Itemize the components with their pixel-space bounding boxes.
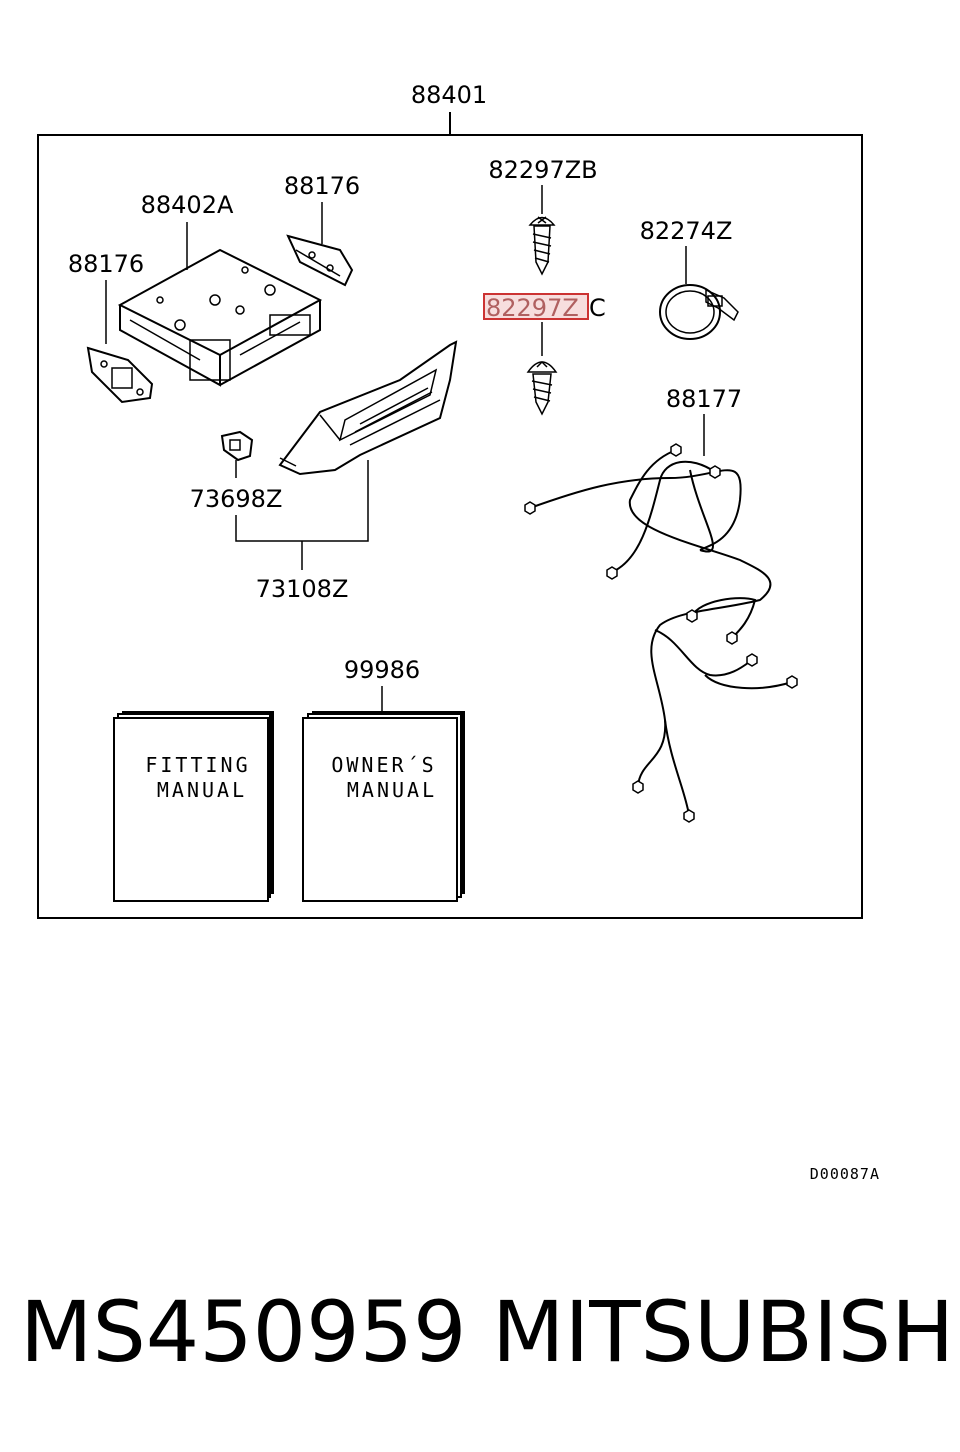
screw-highlight-suffix: C [589,294,606,322]
owners-manual-book: OWNER´S MANUAL [302,711,465,902]
fitting-manual-line2: MANUAL [157,778,247,802]
bracket-left-label[interactable]: 88176 [68,250,144,278]
screw-lower-icon [526,360,558,416]
diagram-code: D00087A [810,1165,880,1183]
screw-highlight-box [483,293,589,320]
assembly-label: 88401 [411,81,487,109]
bracket-left-icon [86,346,154,404]
unit-label[interactable]: 88402A [141,191,234,219]
screw-top-icon [528,216,556,276]
footer-part-number: MS450959 [20,1283,467,1381]
head-unit-icon [117,248,323,387]
harness-label[interactable]: 88177 [666,385,742,413]
bracket-top-label[interactable]: 88176 [284,172,360,200]
clip-label[interactable]: 73698Z [190,485,283,513]
manuals-label[interactable]: 99986 [344,656,420,684]
fitting-manual-line1: FITTING [145,753,250,777]
cable-band-icon [659,284,739,340]
bezel-icon [278,340,458,476]
screw-highlight-label[interactable]: 82297Z [486,294,579,322]
screw-top-label[interactable]: 82297ZB [488,156,597,184]
owners-manual-line2: MANUAL [347,778,437,802]
footer-brand: MITSUBISHI [492,1283,960,1381]
wire-harness-icon [524,443,798,823]
bezel-label[interactable]: 73108Z [256,575,349,603]
fitting-manual-book: FITTING MANUAL [113,711,274,902]
band-label[interactable]: 82274Z [640,217,733,245]
clip-icon [220,430,254,462]
assembly-frame [37,134,863,919]
bracket-top-icon [286,234,354,287]
owners-manual-line1: OWNER´S [331,753,436,777]
